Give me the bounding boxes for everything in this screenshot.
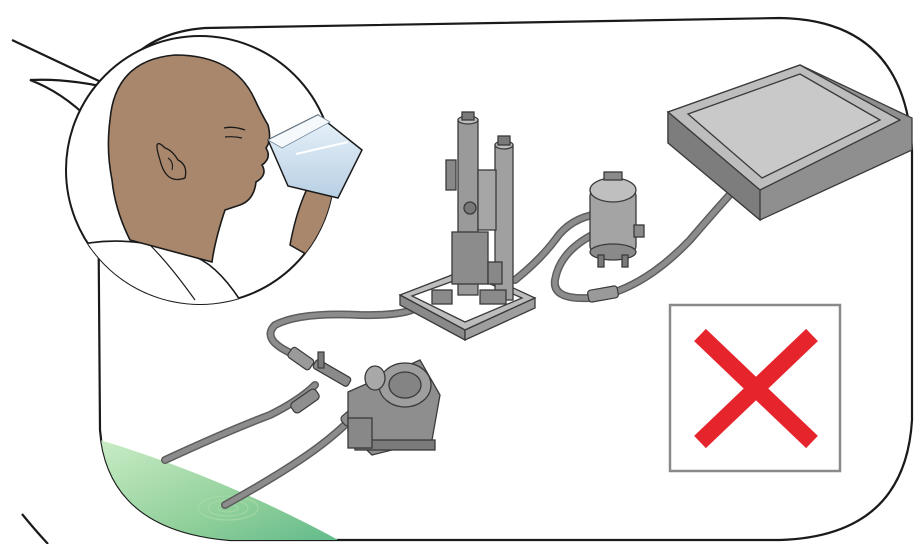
red-x-icon — [670, 305, 840, 471]
